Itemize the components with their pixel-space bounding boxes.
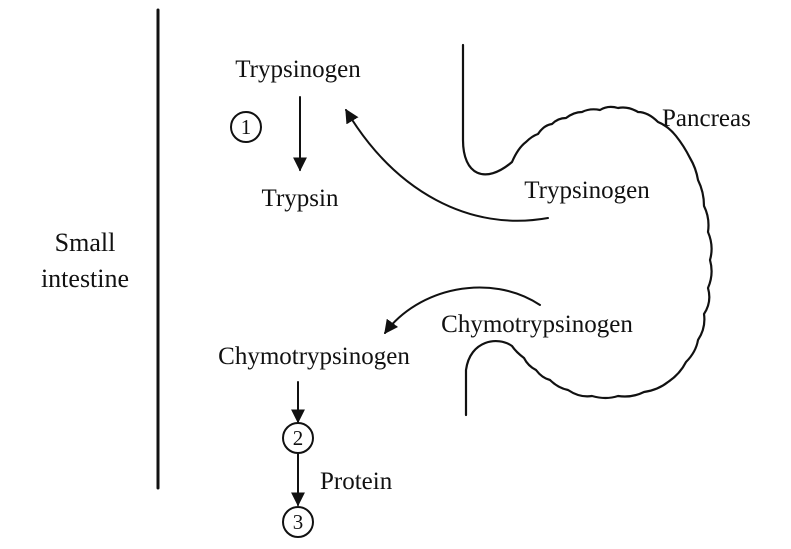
step-1-circle xyxy=(230,111,262,143)
trypsin-label: Trypsin xyxy=(262,185,339,212)
protein-label: Protein xyxy=(320,468,393,495)
step-3-number: 3 xyxy=(293,510,304,534)
trypsinogen-intestine-label: Trypsinogen xyxy=(235,56,361,83)
chymotrypsinogen-pancreas-label: Chymotrypsinogen xyxy=(441,311,633,338)
step-1-number: 1 xyxy=(241,115,252,139)
chymotrypsinogen-intestine-label: Chymotrypsinogen xyxy=(218,343,410,370)
step-2-number: 2 xyxy=(293,426,304,450)
chymotrypsinogen-secretion-arrow xyxy=(384,286,541,335)
step-3-circle xyxy=(282,506,314,538)
small-intestine-label-line2: intestine xyxy=(41,264,129,293)
small-intestine-label-line1: Small xyxy=(55,228,116,257)
trypsinogen-pancreas-label: Trypsinogen xyxy=(524,177,650,204)
pancreas-label: Pancreas xyxy=(662,105,751,132)
trypsinogen-secretion-arrow xyxy=(345,108,549,222)
pancreas-outline xyxy=(461,43,713,417)
